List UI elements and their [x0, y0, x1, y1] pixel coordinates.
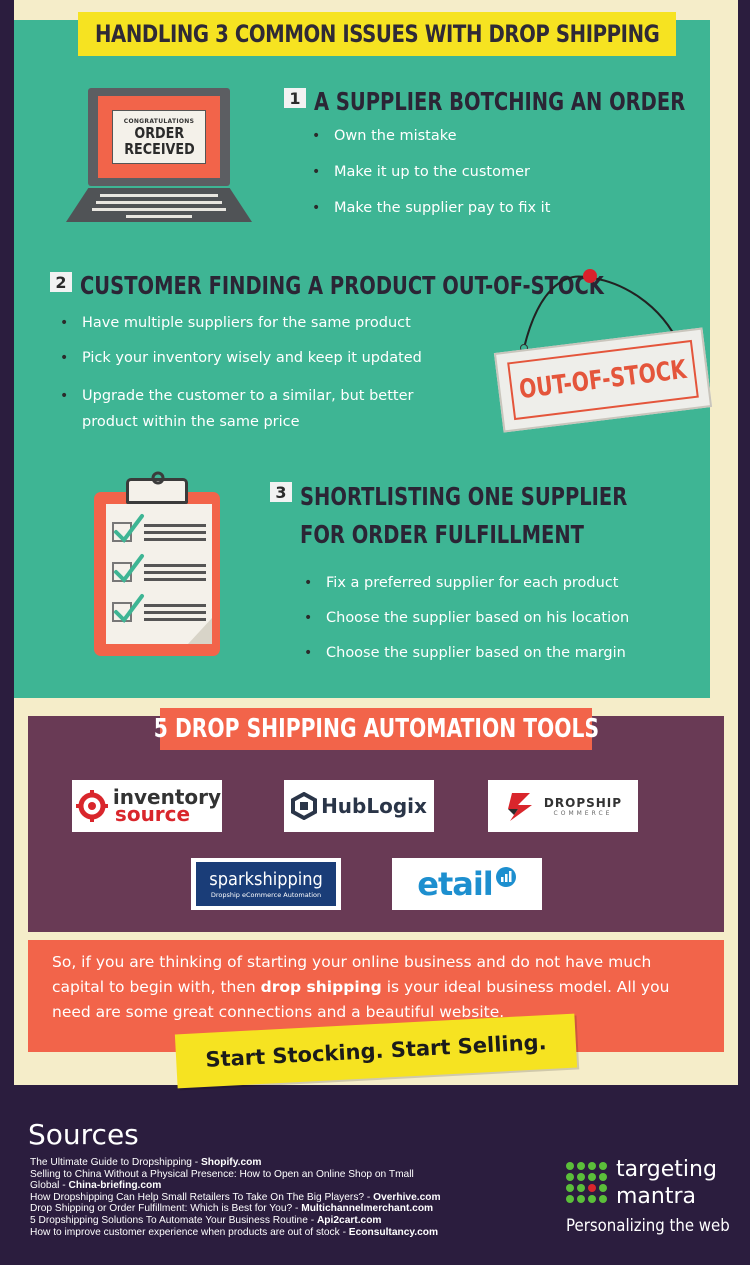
list-item: Upgrade the customer to a similar, but b…	[52, 383, 452, 435]
brand-dot	[566, 1162, 574, 1170]
page-curl-icon	[188, 618, 212, 644]
list-item: Pick your inventory wisely and keep it u…	[52, 348, 472, 368]
conclusion-highlight: drop shipping	[260, 978, 382, 996]
hexagon-icon	[291, 792, 318, 820]
hublogix-logo: HubLogix	[284, 780, 434, 832]
brand-dot	[599, 1195, 607, 1203]
source-line: 5 Dropshipping Solutions To Automate You…	[30, 1214, 382, 1226]
section-1-number: 1	[284, 88, 306, 108]
brand-dot	[599, 1173, 607, 1181]
brand-tagline: Personalizing the web	[566, 1216, 730, 1236]
conclusion-text: So, if you are thinking of starting your…	[52, 953, 670, 1021]
brand-dot	[588, 1184, 596, 1192]
list-item: Choose the supplier based on his locatio…	[296, 608, 629, 628]
source-line: Global - China-briefing.com	[30, 1180, 162, 1192]
source-line: The Ultimate Guide to Dropshipping - Sho…	[30, 1157, 262, 1168]
brand-dot	[566, 1184, 574, 1192]
brand-dot	[588, 1173, 596, 1181]
list-item: Make it up to the customer	[304, 162, 550, 182]
section-1-bullets: Own the mistake Make it up to the custom…	[304, 126, 550, 218]
cta-text: Start Stocking. Start Selling.	[204, 1030, 548, 1072]
logo-subtext: COMMERCE	[553, 809, 613, 817]
brand-dot	[577, 1184, 585, 1192]
card-big-line-2: RECEIVED	[123, 139, 195, 158]
section-3-bullets: Fix a preferred supplier for each produc…	[296, 573, 629, 663]
sources-title: Sources	[28, 1118, 139, 1151]
brand-dot	[577, 1195, 585, 1203]
sign-text: OUT-OF-STOCK	[517, 354, 689, 406]
keyboard-keys-icon	[92, 194, 226, 218]
section-2-number: 2	[50, 272, 72, 292]
list-item: Own the mistake	[304, 126, 550, 146]
section-1-title: A SUPPLIER BOTCHING AN ORDER	[314, 87, 686, 116]
etail-logo: etail	[392, 858, 542, 910]
bar-chart-icon	[495, 867, 516, 887]
source-line: Drop Shipping or Order Fulfillment: Whic…	[30, 1203, 434, 1215]
card-small-text: CONGRATULATIONS	[123, 117, 195, 125]
brand-dot	[566, 1173, 574, 1181]
brand-dot	[599, 1184, 607, 1192]
dropship-commerce-logo: DROPSHIP COMMERCE	[488, 780, 638, 832]
logo-text: HubLogix	[321, 794, 427, 818]
logo-text: DROPSHIP	[543, 795, 623, 810]
list-item: Have multiple suppliers for the same pro…	[52, 313, 472, 333]
logo-text: source	[114, 802, 191, 826]
source-line: How to improve customer experience when …	[30, 1226, 439, 1238]
sparkshipping-logo: sparkshipping Dropship eCommerce Automat…	[191, 858, 341, 910]
gear-icon	[75, 790, 108, 822]
brand-dot	[577, 1173, 585, 1181]
list-item: Make the supplier pay to fix it	[304, 198, 550, 218]
section-3-heading: 3 SHORTLISTING ONE SUPPLIER FOR ORDER FU…	[270, 478, 750, 554]
card-big-line-1: ORDER	[134, 123, 184, 142]
list-item: Fix a preferred supplier for each produc…	[296, 573, 629, 593]
brand-name: targeting mantra	[616, 1157, 717, 1209]
page-title: HANDLING 3 COMMON ISSUES WITH DROP SHIPP…	[94, 20, 660, 48]
brand-dot	[588, 1195, 596, 1203]
source-line: Selling to China Without a Physical Pres…	[30, 1168, 414, 1180]
lightning-icon	[507, 793, 532, 821]
section-1-heading: 1 A SUPPLIER BOTCHING AN ORDER	[284, 84, 750, 120]
tools-title-banner: 5 DROP SHIPPING AUTOMATION TOOLS	[153, 708, 599, 750]
section-3-title: SHORTLISTING ONE SUPPLIER FOR ORDER FULF…	[300, 482, 628, 549]
brand-dot	[566, 1195, 574, 1203]
sources-list: The Ultimate Guide to Dropshipping - Sho…	[30, 1157, 530, 1238]
order-received-card: CONGRATULATIONS ORDER RECEIVED	[112, 110, 206, 164]
list-item: Choose the supplier based on the margin	[296, 643, 629, 663]
dot-grid-icon	[566, 1162, 610, 1206]
logo-text: sparkshipping	[209, 869, 323, 890]
section-2-heading: 2 CUSTOMER FINDING A PRODUCT OUT-OF-STOC…	[50, 268, 750, 304]
brand-dot	[599, 1162, 607, 1170]
section-2-title: CUSTOMER FINDING A PRODUCT OUT-OF-STOCK	[80, 271, 604, 300]
logo-text: etail	[417, 865, 494, 903]
section-3-number: 3	[270, 482, 292, 502]
page-title-banner: HANDLING 3 COMMON ISSUES WITH DROP SHIPP…	[78, 12, 676, 56]
logo-subtext: Dropship eCommerce Automation	[210, 891, 322, 899]
clip-ring-icon	[151, 471, 165, 485]
logo-text: inventory	[112, 785, 222, 809]
section-2-bullets: Have multiple suppliers for the same pro…	[52, 313, 472, 435]
source-line: How Dropshipping Can Help Small Retailer…	[30, 1191, 441, 1203]
tools-title: 5 DROP SHIPPING AUTOMATION TOOLS	[153, 714, 599, 744]
brand-dot	[577, 1162, 585, 1170]
inventory-source-logo: inventory source	[72, 780, 222, 832]
checkmark-icon	[114, 514, 144, 624]
brand-dot	[588, 1162, 596, 1170]
